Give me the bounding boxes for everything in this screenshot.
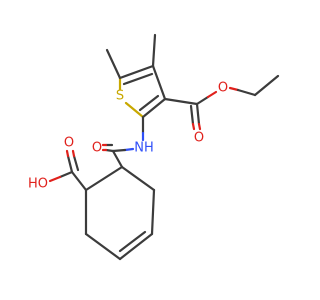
bond-c3-c2-double	[138, 94, 160, 112]
structure-canvas: S NH O O O O HO	[28, 33, 280, 261]
thiophene-ring	[118, 64, 167, 119]
bond-amide-c-o-a	[104, 148, 115, 153]
bond-r4-r5	[84, 232, 122, 261]
bond-acid-c-o-dbl-a	[66, 154, 74, 174]
bond-methyl-c5	[105, 48, 122, 80]
bond-ch2-ch3	[253, 74, 280, 97]
amide-group	[101, 115, 145, 169]
bond-acid-c-oh	[58, 170, 74, 179]
bond-o-ch2-red	[228, 86, 240, 92]
bond-acid-c-o-dbl-b-red	[71, 149, 76, 158]
bond-ester-c-o-dbl-b-red	[191, 122, 196, 131]
bond-c4-c3	[151, 64, 167, 101]
amide-o-label: O	[92, 141, 102, 156]
bond-c5-c4-double	[122, 72, 154, 86]
bond-r3-r4-double	[118, 230, 147, 253]
bond-acid-c-oh-red	[48, 175, 62, 183]
acid-carbonyl-o-label: O	[64, 136, 74, 151]
bond-ester-c-o-dbl-a	[195, 102, 201, 126]
bond-c3-c2	[141, 97, 167, 119]
bond-c2-s	[124, 101, 145, 119]
bond-amide-c-ring	[111, 149, 124, 169]
bond-o-ch2	[236, 88, 257, 97]
cyclohexene-ring	[84, 165, 156, 261]
bond-ester-c-o-single-red	[206, 90, 218, 99]
bond-r2-r3	[150, 188, 156, 236]
bond-methyl-c4	[151, 33, 157, 68]
bond-c5-c4	[118, 64, 155, 80]
bond-r1-r2	[120, 165, 156, 192]
ester-ether-o-label: O	[218, 81, 228, 96]
bond-ester-c-o-dbl-b	[189, 104, 195, 126]
bond-r6-r1	[84, 165, 124, 192]
bond-ester-c-o-dbl-a-red	[197, 122, 202, 131]
bond-c3-ester-c	[163, 97, 199, 106]
ester-group	[163, 74, 280, 131]
bond-n-amide-c-blue	[123, 147, 135, 152]
sulfur-atom-label: S	[116, 89, 124, 104]
molecule-drawing: S NH O O O O HO	[28, 33, 280, 261]
bond-r3-r4	[118, 232, 154, 261]
acid-hydroxyl-label: HO	[28, 177, 48, 192]
carboxylic-acid-group	[48, 149, 88, 192]
bond-acid-c-o-dbl-b	[72, 154, 80, 172]
bond-acid-c-o-dbl-a-red	[65, 149, 70, 158]
bond-r6-acid-c	[70, 170, 88, 192]
bond-n-amide-c	[111, 148, 127, 153]
bond-ester-c-o-single	[195, 95, 210, 106]
ester-carbonyl-o-label: O	[194, 131, 204, 146]
nh-atom-label: NH	[134, 141, 154, 156]
